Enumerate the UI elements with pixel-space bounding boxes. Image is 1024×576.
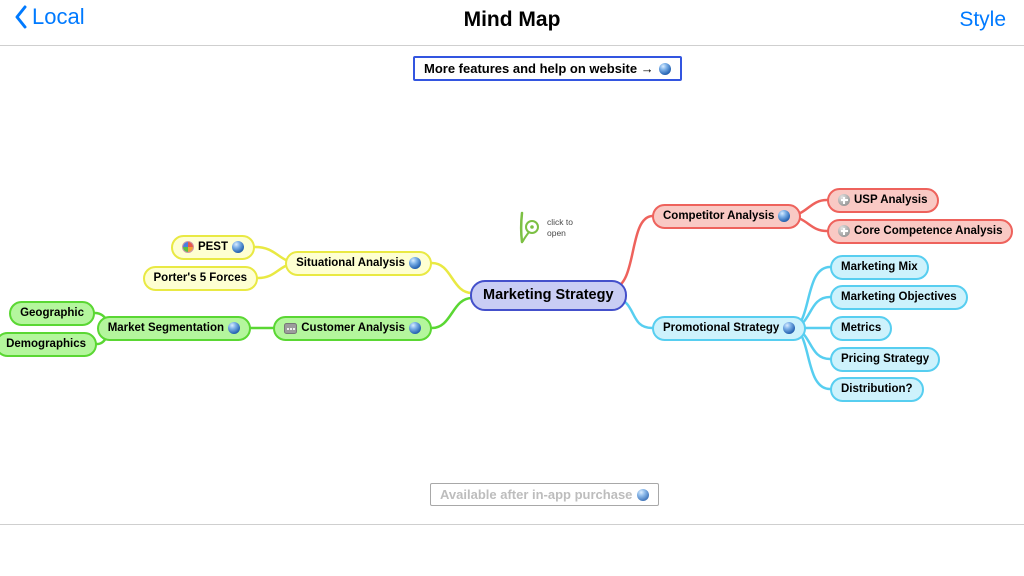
globe-link-icon[interactable] xyxy=(637,488,650,501)
style-button[interactable]: Style xyxy=(959,8,1006,31)
node-usp-analysis[interactable]: USP Analysis xyxy=(827,188,939,213)
node-label: Distribution? xyxy=(841,383,913,395)
node-label: Promotional Strategy xyxy=(663,322,780,334)
globe-link-icon[interactable] xyxy=(409,257,421,270)
node-core-competence-analysis[interactable]: Core Competence Analysis xyxy=(827,219,1014,244)
node-label: Situational Analysis xyxy=(296,257,405,269)
bottom-toolbar xyxy=(0,524,1024,576)
table-icon xyxy=(284,322,298,334)
page-title: Mind Map xyxy=(463,8,561,31)
node-pricing-strategy[interactable]: Pricing Strategy xyxy=(830,347,941,372)
in-app-purchase-node[interactable]: Available after in-app purchase xyxy=(430,483,660,506)
node-label: Metrics xyxy=(841,322,882,334)
node-label: Geographic xyxy=(20,307,84,319)
node-label: PEST xyxy=(197,241,228,253)
globe-link-icon[interactable] xyxy=(232,241,244,254)
back-chevron-icon xyxy=(15,5,27,29)
node-label: Core Competence Analysis xyxy=(854,225,1003,237)
node-market-segmentation[interactable]: Market Segmentation xyxy=(96,316,251,341)
node-label: Marketing Strategy xyxy=(483,287,614,303)
website-help-node[interactable]: More features and help on website → xyxy=(413,56,682,81)
node-label: Marketing Objectives xyxy=(841,291,957,303)
back-button[interactable]: Local xyxy=(14,4,85,30)
node-customer-analysis[interactable]: Customer Analysis xyxy=(273,316,432,341)
node-marketing-objectives[interactable]: Marketing Objectives xyxy=(830,285,968,310)
plus-circle-icon xyxy=(838,194,850,207)
node-metrics[interactable]: Metrics xyxy=(830,316,893,341)
node-label: Customer Analysis xyxy=(301,322,405,334)
node-label: USP Analysis xyxy=(854,194,928,206)
node-porters-5-forces[interactable]: Porter's 5 Forces xyxy=(142,266,258,291)
palette-icon xyxy=(181,241,194,254)
node-label: Market Segmentation xyxy=(107,322,224,334)
globe-link-icon[interactable] xyxy=(228,322,240,335)
node-label: Competitor Analysis xyxy=(663,210,775,222)
globe-link-icon[interactable] xyxy=(658,62,671,75)
pointer-doodle-icon xyxy=(520,211,539,244)
plus-circle-icon xyxy=(838,225,850,238)
node-promotional-strategy[interactable]: Promotional Strategy xyxy=(652,316,807,341)
globe-link-icon[interactable] xyxy=(778,210,791,223)
node-marketing-mix[interactable]: Marketing Mix xyxy=(830,255,929,280)
node-competitor-analysis[interactable]: Competitor Analysis xyxy=(652,204,802,229)
node-label: Demographics xyxy=(6,338,86,350)
node-distribution[interactable]: Distribution? xyxy=(830,377,924,402)
annotation-text: click to open xyxy=(547,217,573,238)
node-demographics[interactable]: Demographics xyxy=(0,332,97,357)
node-geographic[interactable]: Geographic xyxy=(9,301,95,326)
globe-link-icon[interactable] xyxy=(409,322,421,335)
node-situational-analysis[interactable]: Situational Analysis xyxy=(285,251,432,276)
node-pest[interactable]: PEST xyxy=(170,235,255,260)
node-marketing-strategy[interactable]: Marketing Strategy xyxy=(470,280,627,311)
click-to-open-annotation: click to open xyxy=(517,210,573,246)
node-label: Porter's 5 Forces xyxy=(153,272,248,284)
globe-link-icon[interactable] xyxy=(783,322,796,335)
back-button-label: Local xyxy=(32,4,85,29)
node-label: Marketing Mix xyxy=(841,261,918,273)
in-app-purchase-label: Available after in-app purchase xyxy=(440,487,633,502)
node-label: Pricing Strategy xyxy=(841,353,930,365)
navigation-bar: Local Mind Map Style xyxy=(0,0,1024,46)
website-help-label: More features and help on website → xyxy=(424,61,654,76)
